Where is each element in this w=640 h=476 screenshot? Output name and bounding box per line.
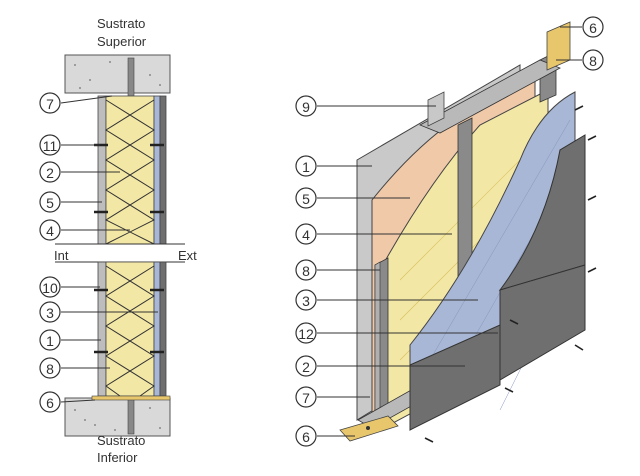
callout-number: 10 [42, 280, 58, 296]
callout-number: 2 [46, 165, 54, 181]
callout-number: 8 [589, 53, 597, 69]
callout-number: 4 [302, 227, 310, 243]
section-break [55, 243, 185, 263]
section-callouts: 7 11 2 5 4 10 3 1 8 [39, 92, 158, 413]
callout-number: 5 [302, 191, 310, 207]
callout-number: 1 [46, 333, 54, 349]
section-view: Sustrato Superior Sustrato Inferior Int … [39, 16, 197, 465]
section-lower [91, 261, 171, 401]
callout-number: 4 [46, 223, 54, 239]
bottom-concrete-slab [64, 397, 171, 437]
iso-top-callouts: 6 8 [556, 16, 604, 71]
top-clip [427, 91, 445, 127]
interior-label: Int [54, 248, 69, 263]
steel-stud-front [374, 257, 389, 429]
top-track [419, 59, 561, 134]
callout-number: 6 [46, 395, 54, 411]
callout-number: 11 [43, 138, 58, 154]
top-anchor-bolt [127, 57, 135, 101]
section-upper [94, 95, 167, 245]
callout-number: 2 [302, 359, 310, 375]
bottom-substrate-label-line2: Inferior [97, 450, 138, 465]
callout-number: 7 [302, 390, 310, 406]
callout-number: 9 [302, 99, 310, 115]
callout-number: 3 [302, 293, 310, 309]
exterior-label: Ext [178, 248, 197, 263]
exterior-cladding-upper [498, 134, 586, 291]
callout-ring [39, 92, 61, 114]
isometric-view: 6 8 9 1 5 4 8 3 1 [295, 16, 604, 447]
callout-number: 6 [302, 429, 310, 445]
callout-number: 12 [298, 326, 314, 342]
exterior-cladding-lower-left [409, 324, 501, 431]
callout-number: 7 [46, 96, 54, 112]
top-substrate-label-line2: Superior [97, 34, 147, 49]
callout-number: 6 [589, 20, 597, 36]
callout-number: 5 [46, 195, 54, 211]
callout-number: 3 [46, 305, 54, 321]
cladding-screws [424, 105, 597, 443]
callout-number: 8 [46, 361, 54, 377]
callout-number: 1 [302, 159, 310, 175]
iso-callouts: 9 1 5 4 8 3 12 2 7 [295, 95, 498, 447]
top-bracket [546, 21, 571, 71]
concrete-texture [74, 61, 161, 431]
bottom-bracket [339, 415, 399, 442]
top-concrete-slab [64, 54, 171, 94]
callout-number: 8 [302, 263, 310, 279]
top-substrate-label-line1: Sustrato [97, 16, 145, 31]
bottom-substrate-label-line1: Sustrato [97, 433, 145, 448]
